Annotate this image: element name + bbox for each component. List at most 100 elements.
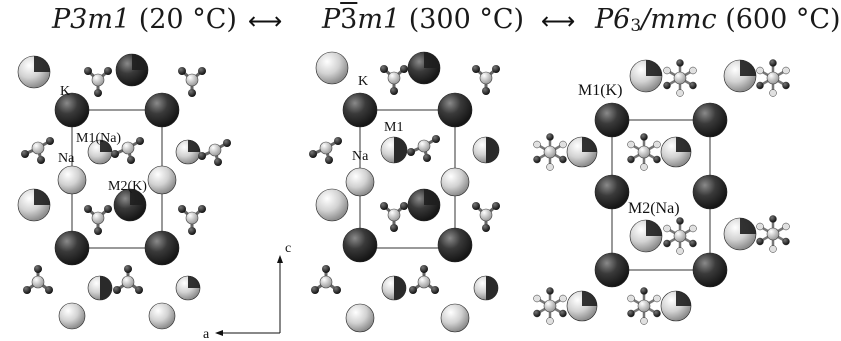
occupancy-wedge [188, 276, 200, 288]
oxygen-atom [37, 156, 45, 164]
center-atom [479, 71, 493, 85]
atom-k-mid-3 [342, 227, 378, 263]
center-atom [543, 145, 557, 159]
title-middle: P3m1 (300 °C) [322, 2, 524, 38]
atom-m2-right [629, 219, 663, 253]
anion-group [472, 202, 500, 232]
atom-sphere [594, 174, 630, 210]
space-group-left-rest: m1 [87, 4, 131, 35]
atom-mid-3 [472, 136, 500, 164]
atom-sphere [342, 92, 378, 128]
oxygen-atom [492, 65, 500, 73]
center-atom [673, 71, 687, 85]
anion-group [311, 265, 341, 294]
oxygen-atom [663, 66, 671, 75]
oxygen-atom [533, 294, 541, 303]
oxygen-atom [769, 215, 777, 223]
atom-mid-1 [315, 51, 349, 85]
occupancy-wedge [130, 189, 146, 205]
oxygen-atom [676, 89, 684, 97]
atom-sphere [345, 303, 375, 333]
center-atom [91, 211, 105, 225]
anion-group [178, 205, 206, 235]
oxygen-atom [46, 137, 54, 145]
oxygen-atom [409, 286, 417, 294]
oxygen-atom [104, 67, 112, 75]
oxygen-atom [627, 155, 635, 164]
axis-label-c: c [285, 241, 291, 256]
disordered-anion [533, 133, 567, 171]
occupancy-wedge [100, 140, 112, 152]
atom-sphere [144, 230, 180, 266]
atom-left-3 [175, 139, 201, 165]
atom-sphere [315, 188, 349, 222]
atom-k-left-2 [144, 92, 180, 128]
oxygen-atom [627, 309, 635, 318]
oxygen-atom [390, 87, 398, 95]
atom-mid-7 [473, 275, 499, 301]
disordered-anion [627, 287, 661, 325]
oxygen-atom [94, 227, 102, 235]
oxygen-atom [769, 245, 777, 253]
center-atom [319, 275, 333, 289]
atom-sphere [57, 165, 87, 195]
occupancy-wedge [424, 52, 440, 68]
axis-label-a: a [203, 327, 210, 341]
atom-k-mid-4 [437, 227, 473, 263]
anion-group [380, 65, 408, 95]
center-atom [387, 71, 401, 85]
label-left-m1: M1(Na) [76, 131, 121, 146]
anion-group [409, 265, 439, 294]
oxygen-atom [482, 224, 490, 232]
occupancy-wedge [582, 137, 597, 152]
occupancy-wedge [34, 56, 50, 72]
atoms-right [533, 59, 790, 325]
temp-left: (20 °C) [130, 4, 237, 35]
atom-na-mid-2 [440, 167, 470, 197]
atom-k-mid-1 [342, 92, 378, 128]
center-atom [319, 141, 333, 155]
atom-sphere [148, 302, 176, 330]
center-atom [637, 299, 651, 313]
atom-right-2 [723, 59, 757, 93]
oxygen-atom [423, 154, 431, 162]
anion-group [198, 139, 231, 166]
occupancy-wedge [676, 291, 691, 306]
atoms-middle [309, 51, 500, 333]
atom-m2-left [113, 188, 147, 222]
oxygen-atom [640, 133, 648, 141]
atom-m1-mid [380, 136, 408, 164]
oxygen-atom [311, 286, 319, 294]
anion-group [472, 65, 500, 95]
occupancy-wedge [188, 140, 200, 152]
oxygen-atom [45, 286, 53, 294]
disordered-anion [663, 59, 697, 97]
oxygen-atom [653, 294, 661, 303]
atom-right-7 [723, 217, 757, 251]
atom-right-9 [692, 252, 728, 288]
center-atom [543, 299, 557, 313]
oxygen-atom [533, 309, 541, 318]
oxygen-atom [689, 224, 697, 233]
space-group-right-rest: /mmc [641, 4, 717, 35]
oxygen-atom [431, 286, 439, 294]
atom-left-8 [148, 302, 176, 330]
axis-indicator: ca [203, 241, 291, 341]
center-atom [121, 275, 135, 289]
atom-left-1 [17, 55, 51, 89]
atoms-left [17, 53, 231, 330]
atom-sphere [594, 252, 630, 288]
anion-group [178, 67, 206, 97]
oxygen-atom [135, 286, 143, 294]
atom-left-7 [58, 302, 86, 330]
disordered-anion [627, 133, 661, 171]
atom-k-left-1 [54, 92, 90, 128]
space-group-mid-rest: m1 [357, 4, 401, 35]
oxygen-atom [533, 155, 541, 164]
oxygen-atom [390, 224, 398, 232]
oxygen-atom [188, 227, 196, 235]
oxygen-atom [663, 81, 671, 90]
center-atom [673, 229, 687, 243]
oxygen-atom [223, 139, 231, 147]
